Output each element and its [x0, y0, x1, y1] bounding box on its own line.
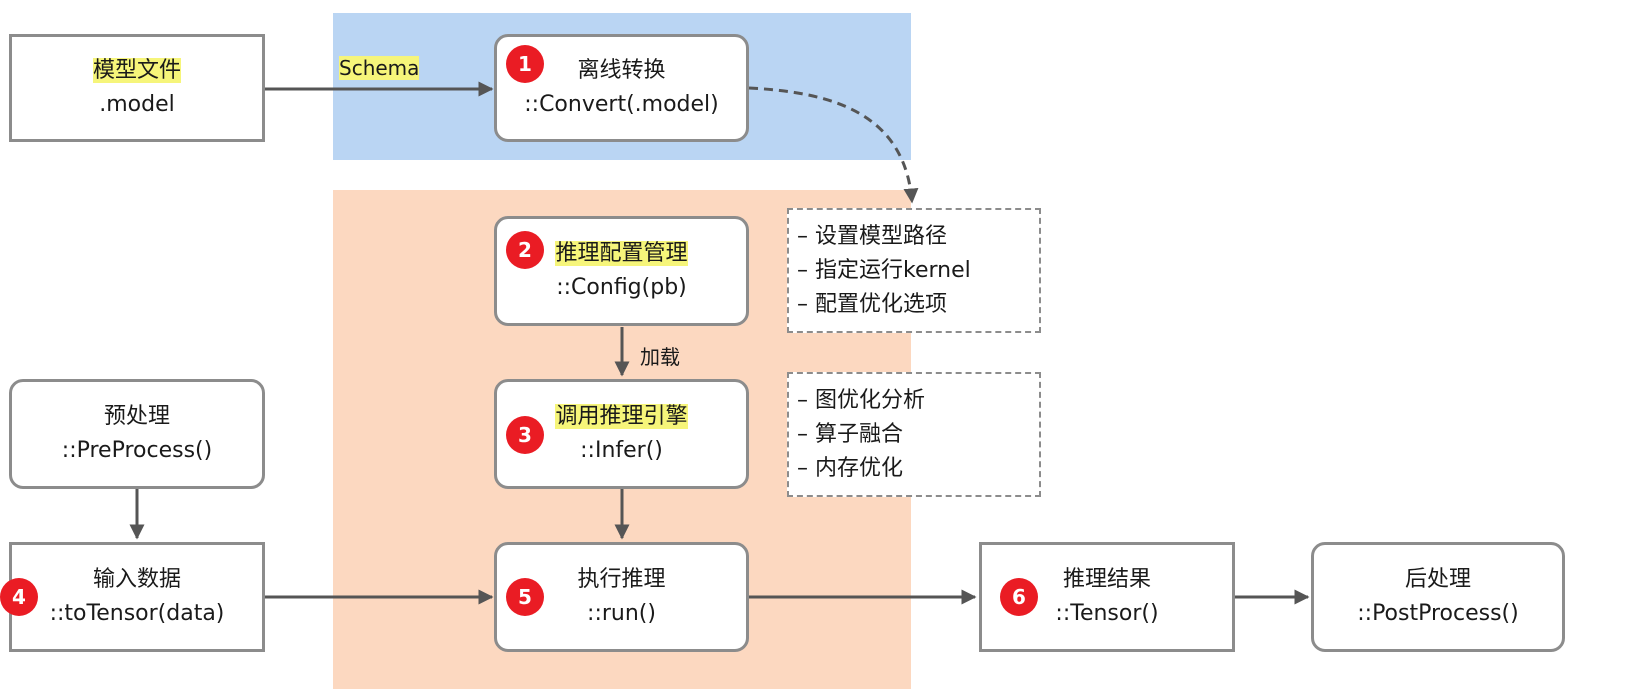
result-box: 推理结果 ::Tensor()	[979, 542, 1235, 652]
infer-notes-box: – 图优化分析 – 算子融合 – 内存优化	[787, 372, 1041, 497]
step-badge-2: 2	[506, 231, 544, 269]
postprocess-box: 后处理 ::PostProcess()	[1311, 542, 1565, 652]
input-title: 输入数据	[92, 567, 181, 592]
postprocess-title: 后处理	[1404, 567, 1471, 592]
step-badge-3: 3	[506, 416, 544, 454]
config-note-1: – 设置模型路径	[797, 224, 947, 249]
result-subtitle: ::Tensor()	[1055, 601, 1159, 626]
config-notes-box: – 设置模型路径 – 指定运行kernel – 配置优化选项	[787, 208, 1041, 333]
arrow-convert-to-notes	[748, 86, 919, 204]
config-note-3: – 配置优化选项	[797, 292, 947, 317]
run-title: 执行推理	[577, 567, 666, 592]
load-label: 加载	[640, 345, 680, 369]
model-file-box: 模型文件 .model	[9, 34, 265, 142]
step-badge-1: 1	[506, 45, 544, 83]
model-file-title: 模型文件	[92, 58, 181, 83]
result-title: 推理结果	[1062, 567, 1151, 592]
step-badge-6: 6	[1000, 578, 1038, 616]
infer-subtitle: ::Infer()	[580, 438, 663, 463]
model-file-subtitle: .model	[99, 92, 175, 117]
postprocess-subtitle: ::PostProcess()	[1357, 601, 1519, 626]
config-note-2: – 指定运行kernel	[797, 258, 971, 283]
convert-subtitle: ::Convert(.model)	[524, 92, 719, 117]
input-data-box: 输入数据 ::toTensor(data)	[9, 542, 265, 652]
preprocess-subtitle: ::PreProcess()	[61, 438, 213, 463]
convert-title: 离线转换	[577, 58, 666, 83]
schema-label: Schema	[339, 56, 420, 80]
config-title: 推理配置管理	[555, 241, 688, 266]
infer-note-1: – 图优化分析	[797, 388, 925, 413]
infer-note-3: – 内存优化	[797, 456, 903, 481]
input-subtitle: ::toTensor(data)	[49, 601, 225, 626]
step-badge-4: 4	[0, 578, 38, 616]
step-badge-5: 5	[506, 578, 544, 616]
preprocess-title: 预处理	[103, 404, 170, 429]
config-subtitle: ::Config(pb)	[556, 275, 687, 300]
run-subtitle: ::run()	[587, 601, 656, 626]
preprocess-box: 预处理 ::PreProcess()	[9, 379, 265, 489]
infer-title: 调用推理引擎	[555, 404, 688, 429]
infer-note-2: – 算子融合	[797, 422, 903, 447]
